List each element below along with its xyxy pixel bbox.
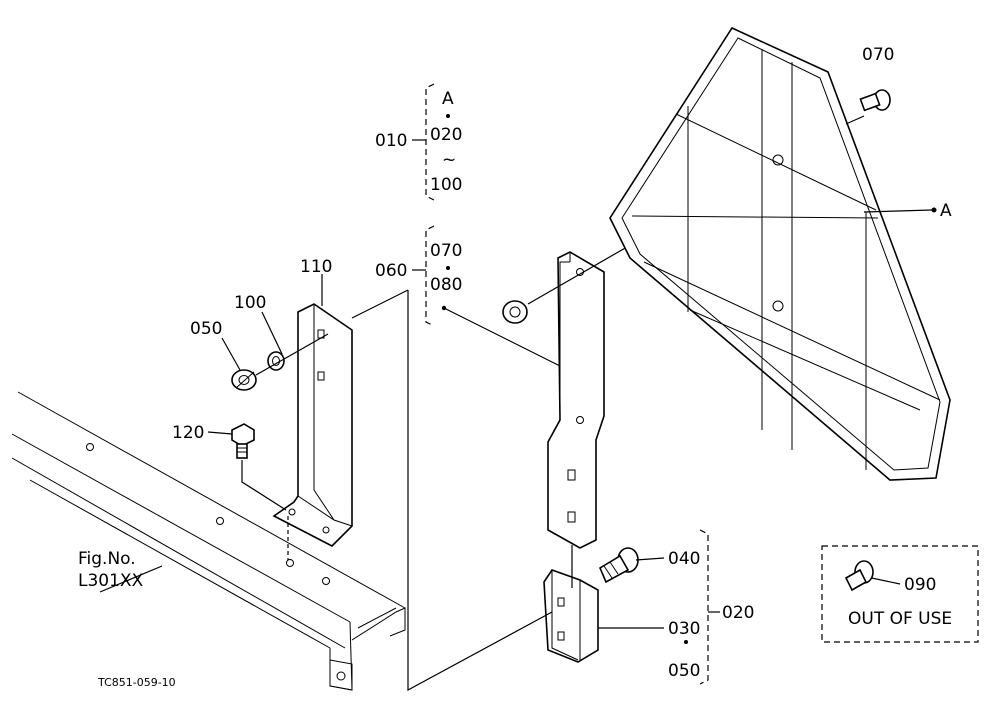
label-050-bottom: 050 [668,661,700,681]
frame-rail [11,391,406,691]
label-a-top: A [442,89,454,109]
label-070-top: 070 [430,241,462,261]
fig-ref-line1: Fig.No. [78,549,136,569]
clamp-030 [543,569,599,663]
bolt-120 [231,423,255,459]
reflector-grille-a [609,26,951,481]
bolt-070 [859,89,891,112]
label-020-right: 020 [722,603,754,623]
rail-hole [86,443,94,451]
label-110: 110 [300,257,332,277]
bolt-040 [598,547,639,584]
stay-plate-080 [547,251,605,549]
rail-hole [286,559,294,567]
bolt-090 [844,560,874,592]
label-a-right: A [940,201,952,221]
label-070-right: 070 [862,45,894,65]
nut-070 [502,300,528,324]
label-010: 010 [375,131,407,151]
out-of-use-text: OUT OF USE [848,609,952,629]
callout-bracket-010 [412,83,435,201]
label-020-top: 020 [430,125,462,145]
nut-050 [231,369,257,391]
rail-hole [216,517,224,525]
label-060: 060 [375,261,407,281]
label-050: 050 [190,319,222,339]
out-of-use-box: 090 OUT OF USE [821,545,979,643]
label-030: 030 [668,619,700,639]
callout-bracket-060 [412,225,435,327]
rail-hole [322,577,330,585]
drawing-code: TC851-059-10 [97,676,176,689]
label-tilde: ~ [442,150,456,170]
label-080: 080 [430,275,462,295]
fig-ref-line2: L301XX [78,571,144,591]
label-120: 120 [172,423,204,443]
bracket-110 [272,303,353,547]
callout-bracket-020 [699,529,720,685]
label-100-top: 100 [430,175,462,195]
label-090: 090 [904,575,936,595]
label-100: 100 [234,293,266,313]
label-040: 040 [668,549,700,569]
